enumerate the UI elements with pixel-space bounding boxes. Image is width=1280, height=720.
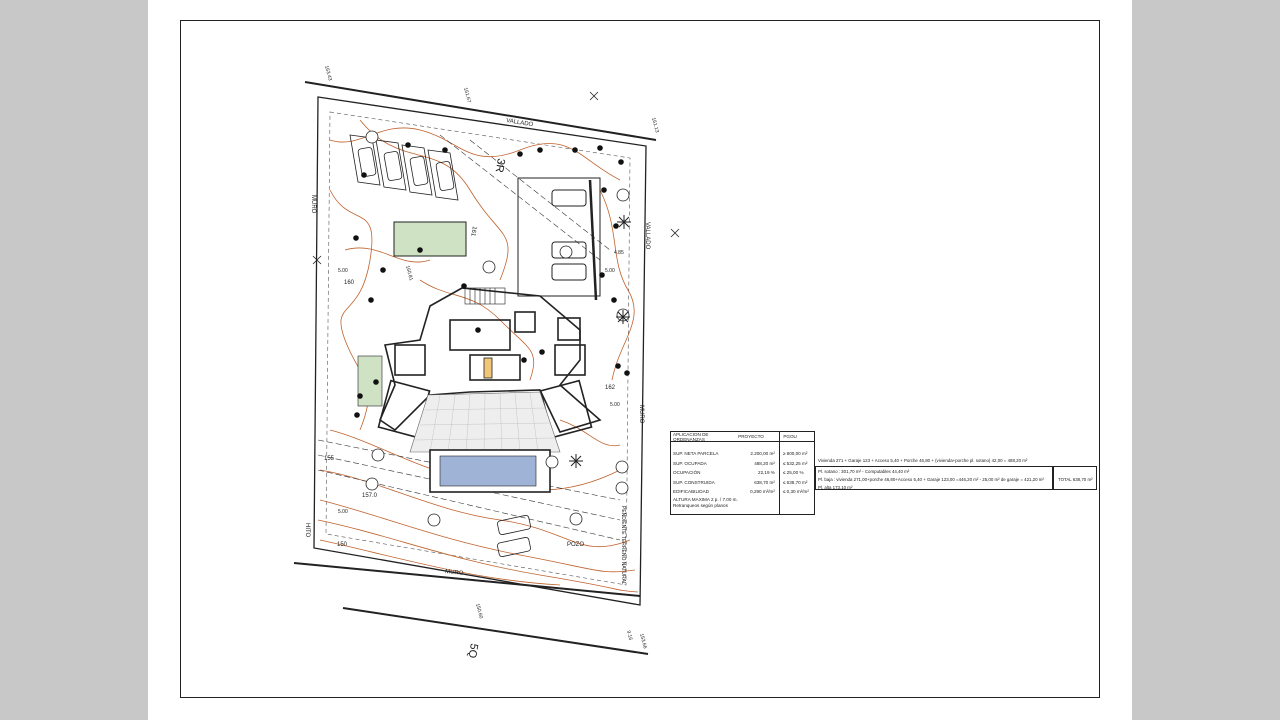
header-proyecto: PROYECTO (738, 434, 764, 439)
row-pgou: ≤ 638,70 m² (782, 479, 808, 485)
retranqueos: Retranqueos según planos (673, 503, 728, 508)
label-dim-500c: 5.00 (338, 509, 348, 515)
label-spot-16167: 161.67 (462, 87, 472, 104)
label-spot-15060: 150.60 (474, 603, 484, 620)
table-row: SUP. CONSTRUIDA 638,70 m² ≤ 638,70 m² (671, 478, 814, 488)
trees (353, 142, 630, 418)
stairs (464, 287, 506, 305)
label-level-157: 157.0 (362, 493, 378, 499)
row-label: EDIFICABILIDAD (673, 489, 709, 495)
house (377, 287, 602, 439)
row-pgou: ≤ 0,30 m²/m² (782, 489, 809, 495)
drawing-frame (180, 20, 1100, 698)
note-total-box (1053, 466, 1097, 490)
label-level-150: 150 (337, 542, 348, 548)
altura-maxima: ALTURA MAXIMA 2 p. / 7.00 m. (673, 497, 738, 502)
row-label: OCUPACIÓN (673, 470, 701, 476)
label-hito: HITO (304, 523, 310, 538)
label-3r: 3R (493, 157, 507, 173)
label-dim-485: 4.85 (614, 250, 624, 256)
cross-marks (312, 91, 680, 265)
header-ordinances: APLICACION DE ORDENANZAS (673, 431, 709, 442)
label-spot-916: 9.16 (625, 630, 633, 641)
row-proyecto: 488,20 m² (754, 460, 775, 466)
label-spot-15366: 153.66 (638, 633, 648, 650)
table-row: SUP. NETA PARCELA 2.200,00 m² ≥ 800,00 m… (671, 449, 814, 459)
row-proyecto: 638,70 m² (754, 479, 775, 485)
note-total: TOTAL 638,70 m² (1058, 477, 1093, 482)
row-label: SUP. NETA PARCELA (673, 451, 719, 457)
label-level-161: 161 (469, 226, 477, 238)
label-muro-bottom: MURO (445, 569, 464, 577)
ordinances-header: APLICACION DE ORDENANZAS PROYECTO PGOU (671, 432, 814, 442)
table-row: OCUPACIÓN 22,19 % ≤ 25,00 % (671, 468, 814, 478)
label-vallado-right: VALLADO (644, 222, 650, 250)
label-vallado-top: VALLADO (506, 118, 534, 128)
parking-spaces (349, 134, 459, 201)
plot-boundary (313, 96, 647, 606)
label-spot-16113: 161.13 (650, 117, 660, 134)
palm-trees (569, 215, 631, 468)
label-dim-500a: 5.00 (338, 268, 348, 274)
note-baja: Pl. baja : vivienda 271,00+porche 46,80+… (818, 477, 1044, 482)
column-divider (779, 432, 780, 514)
row-label: SUP. OCUPADA (673, 460, 707, 466)
label-spot-16081: 160.81 (404, 265, 414, 282)
label-muro-right: MURO (638, 405, 644, 424)
upper-lawn (393, 221, 467, 257)
note-box (815, 466, 1053, 490)
lower-cars (497, 514, 531, 558)
row-pgou: ≥ 800,00 m² (782, 451, 808, 457)
label-level-155: 155 (324, 456, 335, 462)
label-5q: 5Q (465, 642, 479, 659)
ordinances-footer: ALTURA MAXIMA 2 p. / 7.00 m. Retranqueos… (673, 497, 738, 509)
pool (429, 449, 551, 493)
ordinances-table: APLICACION DE ORDENANZAS PROYECTO PGOU S… (670, 431, 815, 515)
label-pozo: POZO (567, 542, 584, 548)
note-sotano: Pl. sotano : 301,70 m² - Computables 44,… (818, 469, 910, 474)
note-alta: Pl. alta 173,10 m² (818, 485, 853, 490)
setback-line (325, 111, 631, 586)
garage (517, 177, 601, 301)
note-ocupada: Vivienda 271 + Garaje 123 + Acceso 5,40 … (818, 458, 1028, 463)
header-pgou: PGOU (783, 434, 797, 439)
label-muro-left: MURO (310, 195, 316, 214)
label-dim-500d: 5.00 (605, 268, 615, 274)
row-proyecto: 22,19 % (758, 470, 775, 476)
label-dim-500b: 5.00 (610, 402, 620, 408)
road-lines (293, 81, 657, 655)
row-pgou: ≤ 25,00 % (782, 470, 804, 476)
label-level-160: 160 (344, 280, 355, 286)
plan-labels: VALLADO VALLADO MURO MURO MURO HITO POZO… (304, 65, 660, 659)
table-row: SUP. OCUPADA 488,20 m² ≤ 532,25 m² (671, 459, 814, 469)
row-proyecto: 0,290 m²/m² (750, 489, 775, 495)
row-proyecto: 2.200,00 m² (750, 451, 775, 457)
label-spot-16343: 163.43 (323, 65, 333, 82)
table-row: EDIFICABILIDAD 0,290 m²/m² ≤ 0,30 m²/m² (671, 487, 814, 497)
row-pgou: ≤ 532,25 m² (782, 460, 808, 466)
terrace (409, 391, 561, 453)
label-level-162: 162 (605, 385, 616, 391)
row-label: SUP. CONSTRUIDA (673, 479, 715, 485)
label-pendiente: PENDIENTE TERRENO NATURAL (620, 506, 626, 585)
